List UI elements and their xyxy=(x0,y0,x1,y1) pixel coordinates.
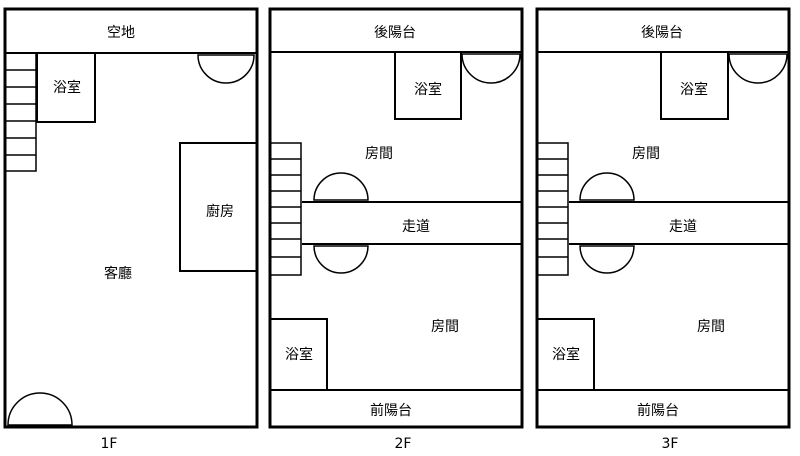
floor-2f-door-room-bottom xyxy=(313,245,369,274)
floor-3f-label-corridor: 走道 xyxy=(669,219,697,235)
floor-3f-door-room-bottom xyxy=(579,245,635,274)
floor-2f-caption: 2F xyxy=(395,436,412,452)
floor-2f-bathroom-top xyxy=(394,51,462,120)
floor-3f-label-bathroom-top: 浴室 xyxy=(680,81,708,98)
floor-2f: 後陽台 浴室 房間 走道 房間 浴室 前陽台 2F xyxy=(268,7,524,452)
floor-3f-stairs xyxy=(536,142,569,276)
floor-1f-caption: 1F xyxy=(101,436,118,452)
floor-2f-label-back-balcony: 後陽台 xyxy=(374,25,416,41)
floor-3f-bathroom-bottom xyxy=(536,318,595,391)
floor-2f-label-room-top: 房間 xyxy=(365,146,393,162)
floor-2f-door-back xyxy=(461,53,521,84)
floor-2f-label-room-bottom: 房間 xyxy=(431,319,459,335)
floor-3f-label-room-top: 房間 xyxy=(632,146,660,162)
floor-3f-caption: 3F xyxy=(662,436,679,452)
floor-3f-label-front-balcony: 前陽台 xyxy=(637,402,679,419)
floor-2f-bathroom-bottom xyxy=(269,318,328,391)
floor-3f-label-back-balcony: 後陽台 xyxy=(641,25,683,41)
floor-3f: 後陽台 浴室 房間 走道 房間 浴室 前陽台 3F xyxy=(535,7,791,452)
floor-1f: 空地 浴室 廚房 客廳 1F xyxy=(3,7,259,452)
floor-2f-door-room-top xyxy=(313,172,369,201)
floor-3f-door-back xyxy=(728,53,788,84)
floor-1f-label-kitchen: 廚房 xyxy=(206,203,234,220)
floor-2f-label-bathroom-top: 浴室 xyxy=(414,81,442,98)
floor-1f-label-living-room: 客廳 xyxy=(104,265,132,282)
floor-1f-label-open-space: 空地 xyxy=(107,25,135,41)
floor-3f-bathroom-top xyxy=(660,51,729,120)
floor-1f-stairs xyxy=(4,52,37,172)
floor-1f-bathroom xyxy=(36,52,96,123)
floor-1f-label-bathroom: 浴室 xyxy=(53,79,81,96)
floor-2f-stairs xyxy=(269,142,302,276)
floor-1f-kitchen xyxy=(179,142,258,272)
floor-3f-door-room-top xyxy=(579,172,635,201)
floor-1f-door-bottom xyxy=(7,392,73,426)
floor-3f-label-bathroom-bottom: 浴室 xyxy=(552,346,580,363)
floor-2f-label-corridor: 走道 xyxy=(402,219,430,235)
floor-3f-label-room-bottom: 房間 xyxy=(697,319,725,335)
floor-2f-label-front-balcony: 前陽台 xyxy=(370,402,412,419)
floor-1f-door-top xyxy=(197,54,255,84)
floor-2f-label-bathroom-bottom: 浴室 xyxy=(285,346,313,363)
